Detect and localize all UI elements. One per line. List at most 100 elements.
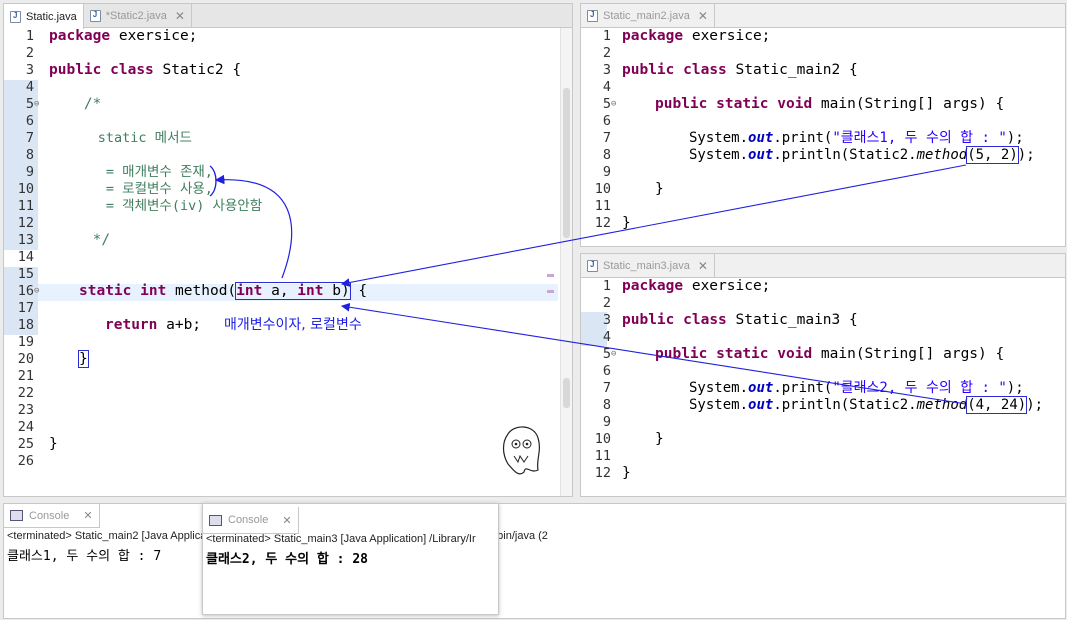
gutter-highlight (4, 131, 38, 250)
fold-minus-icon[interactable]: ⊖ (34, 99, 40, 109)
args-box: (5, 2) (966, 146, 1019, 164)
code-line: return a+b; (105, 317, 202, 333)
code-line: /* (49, 96, 102, 112)
code-line: } (78, 350, 89, 368)
overview-marker (547, 274, 554, 277)
gutter-highlight (4, 97, 38, 114)
line-number: 23 (17, 402, 34, 418)
java-file-icon (89, 10, 101, 22)
args-box: (4, 24) (966, 396, 1028, 414)
line-number: 4 (602, 79, 611, 95)
close-icon[interactable]: ✕ (83, 510, 93, 522)
gutter-highlight (4, 80, 38, 97)
java-file-icon (587, 260, 598, 272)
console-icon (10, 510, 23, 521)
line-number: 5 (602, 96, 611, 112)
vertical-scrollbar[interactable] (560, 28, 572, 496)
scrollbar-thumb[interactable] (563, 88, 570, 238)
code-line: package exersice; (622, 28, 771, 44)
gutter-highlight (4, 267, 38, 335)
tab-static-main3-java[interactable]: Static_main3.java✕ (581, 254, 715, 278)
line-number: 17 (17, 300, 34, 316)
code-line: = 매개변수 존재, (49, 164, 213, 180)
line-number: 12 (17, 215, 34, 231)
console-status-line: <terminated> Static_main3 [Java Applicat… (206, 533, 476, 545)
tab-console[interactable]: Console✕ (203, 507, 299, 534)
console-static-main3[interactable]: Console✕ <terminated> Static_main3 [Java… (202, 503, 499, 615)
code-line: package exersice; (622, 278, 771, 294)
code-area[interactable]: package exersice; public class Static2 {… (4, 28, 564, 488)
line-number: 3 (25, 62, 34, 78)
code-line: public class Static2 { (49, 62, 242, 78)
line-number: 8 (602, 397, 611, 413)
line-number: 2 (602, 45, 611, 61)
code-line: = 객체변수(iv) 사용안함 (49, 198, 263, 214)
code-line: } (655, 431, 664, 447)
code-line: public class Static_main3 { (622, 312, 858, 328)
line-number: 19 (17, 334, 34, 350)
code-line: */ (49, 232, 111, 248)
code-line: } (622, 215, 631, 231)
code-area[interactable]: package exersice; public class Static_ma… (581, 278, 1057, 488)
scrollbar-thumb[interactable] (563, 378, 570, 408)
annotation-label: 매개변수이자, 로컬변수 (224, 317, 362, 333)
line-number: 10 (17, 181, 34, 197)
line-number: 25 (17, 436, 34, 452)
console-output: 클래스1, 두 수의 합 : 7 (7, 549, 162, 564)
line-number: 26 (17, 453, 34, 469)
line-number: 18 (17, 317, 34, 333)
code-line: System.out.println(Static2.method(4, 24)… (689, 396, 1044, 414)
editor-static2[interactable]: Static.java *Static2.java✕ 1 2 3 4 5 ⊖ 6… (3, 3, 573, 497)
line-number: 9 (25, 164, 34, 180)
console-static-main2[interactable]: Console✕ <terminated> Static_main2 [Java… (3, 503, 1066, 619)
doodle-face-drawing (502, 426, 541, 475)
line-number: 10 (594, 431, 611, 447)
code-line: package exersice; (49, 28, 198, 44)
tab-static-java[interactable]: Static.java (4, 4, 84, 29)
code-line-method-signature: static int method(int a, int b) { (79, 282, 368, 300)
line-number: 11 (594, 448, 611, 464)
code-area[interactable]: package exersice; public class Static_ma… (581, 28, 1057, 238)
code-line: System.out.println(Static2.method(5, 2))… (689, 146, 1035, 164)
line-number: 1 (602, 28, 611, 44)
code-line: = 로컬변수 사용, (49, 181, 213, 197)
editor-static-main2[interactable]: Static_main2.java✕ 1 2 3 4 5 ⊖ 6 7 8 9 1… (580, 3, 1066, 247)
line-number: 8 (25, 147, 34, 163)
line-number: 22 (17, 385, 34, 401)
line-number: 7 (25, 130, 34, 146)
editor-static-main3[interactable]: Static_main3.java✕ 1 2 3 4 5 ⊖ 6 7 8 9 1… (580, 253, 1066, 497)
fold-minus-icon[interactable]: ⊖ (34, 286, 40, 296)
fold-minus-icon[interactable]: ⊖ (611, 99, 617, 109)
line-number: 8 (602, 147, 611, 163)
gutter-highlight (4, 114, 38, 131)
code-line: public static void main(String[] args) { (655, 346, 1005, 362)
line-number: 1 (25, 28, 34, 44)
code-line: } (49, 436, 58, 452)
line-number: 24 (17, 419, 34, 435)
overview-marker (547, 290, 554, 293)
code-line: } (622, 465, 631, 481)
params-box: int a, int b) (235, 282, 351, 300)
close-icon[interactable]: ✕ (697, 259, 708, 273)
line-number: 13 (17, 232, 34, 248)
line-number: 14 (17, 249, 34, 265)
current-line-highlight (38, 284, 558, 301)
tab-static2-java[interactable]: *Static2.java✕ (84, 4, 192, 28)
close-icon[interactable]: ✕ (174, 9, 185, 23)
close-icon[interactable]: ✕ (282, 514, 292, 527)
code-line: } (655, 181, 664, 197)
editor-tabbar: Static.java *Static2.java✕ (4, 4, 572, 29)
line-number: 7 (602, 130, 611, 146)
console-output: 클래스2, 두 수의 합 : 28 (206, 552, 368, 567)
code-line: System.out.print("클래스2, 두 수의 합 : "); (689, 380, 1024, 396)
line-number: 4 (25, 79, 34, 95)
java-file-icon (587, 10, 598, 22)
tab-console[interactable]: Console✕ (4, 504, 100, 528)
line-number: 20 (17, 351, 34, 367)
code-line: public static void main(String[] args) { (655, 96, 1005, 112)
tab-static-main2-java[interactable]: Static_main2.java✕ (581, 4, 715, 28)
line-number: 2 (602, 295, 611, 311)
close-icon[interactable]: ✕ (697, 9, 708, 23)
line-number: 6 (602, 113, 611, 129)
line-number: 12 (594, 465, 611, 481)
